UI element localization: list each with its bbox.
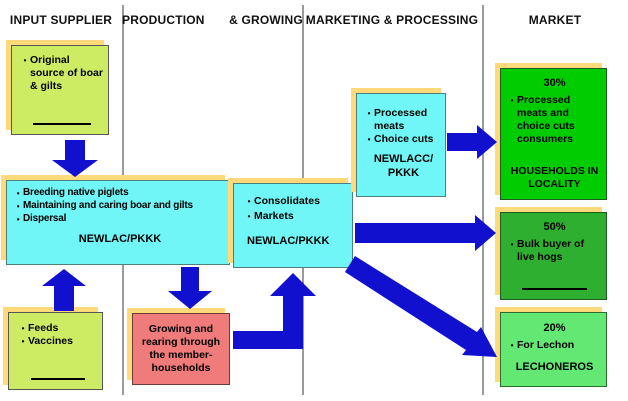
box-breeding-newlac: • Breeding native piglets • Maintaining … [6,180,230,265]
bullet-icon: • [16,202,20,211]
bullet-icon: • [23,56,27,65]
list-item: • Feeds [18,322,98,335]
arrow-source-to-breeding [52,140,98,177]
arrow-breeding-to-growing [168,267,212,309]
box-feeds-vaccines: • Feeds • Vaccines [8,312,103,390]
list-item: • Dispersal [13,213,227,226]
bullet-icon: • [367,109,371,118]
percent-label: 50% [543,221,566,233]
list-item: • For Lechon [507,339,602,352]
list-item: • Choice cuts [364,133,443,146]
percent-label: 30% [543,77,566,89]
box-original-source: • Original source of boar & gilts [11,45,109,135]
blank-line [33,123,91,125]
blank-line [30,378,86,380]
org-label: NEWLACC/ PKKK [373,153,434,180]
arrow-consolidates-to-market20 [345,256,497,357]
list-item: • Processed meats [364,107,443,133]
header-input-supplier: INPUT SUPPLIER [9,13,113,27]
org-label: LECHONEROS [515,360,594,373]
box-market-50-bulk-buyer: 50% • Bulk buyer of live hogs [500,212,607,300]
bullet-icon: • [247,197,251,206]
list-item: • Maintaining and caring boar and gilts [13,200,227,213]
list-item: • Markets [244,210,349,223]
header-market: MARKET [528,13,582,27]
bullet-icon: • [21,324,25,333]
list-item: • Consolidates [244,195,349,208]
bullet-icon: • [247,212,251,222]
org-label: HOUSEHOLDS IN LOCALITY [510,164,599,190]
box-market-20-lechon: 20% • For Lechon LECHONEROS [500,312,607,387]
blank-line [522,288,587,290]
box-consolidates-markets: • Consolidates • Markets NEWLAC/PKKK [233,183,353,268]
bullet-icon: • [367,135,371,145]
box-market-30-households: 30% • Processed meats and choice cuts co… [500,68,607,200]
bullet-icon: • [16,215,20,224]
arrow-processed-to-market30 [447,125,497,159]
org-label: NEWLAC/PKKK [247,235,330,248]
bullet-icon: • [510,340,514,350]
box-processed-meats: • Processed meats • Choice cuts NEWLACC/… [356,93,446,197]
list-item: • Processed meats and choice cuts consum… [507,94,602,147]
header-production-growing: PRODUCTION & GROWING [122,13,303,27]
column-divider-3 [482,5,484,395]
bullet-icon: • [16,189,20,198]
org-label: NEWLAC/PKKK [78,233,162,245]
arrow-feeds-to-breeding [42,269,86,311]
bullet-icon: • [510,239,514,249]
header-marketing-processing: MARKETING & PROCESSING [305,13,479,27]
bullet-icon: • [21,337,25,347]
list-item: • Breeding native piglets [13,187,227,200]
list-item: • Vaccines [18,335,98,348]
percent-label: 20% [543,322,566,334]
list-item: • Original source of boar & gilts [20,54,104,93]
arrow-consolidates-to-market50 [355,215,496,251]
box-growing-rearing: Growing and rearing through the member-h… [132,313,230,385]
list-item: • Bulk buyer of live hogs [507,238,602,264]
bullet-icon: • [510,95,514,105]
